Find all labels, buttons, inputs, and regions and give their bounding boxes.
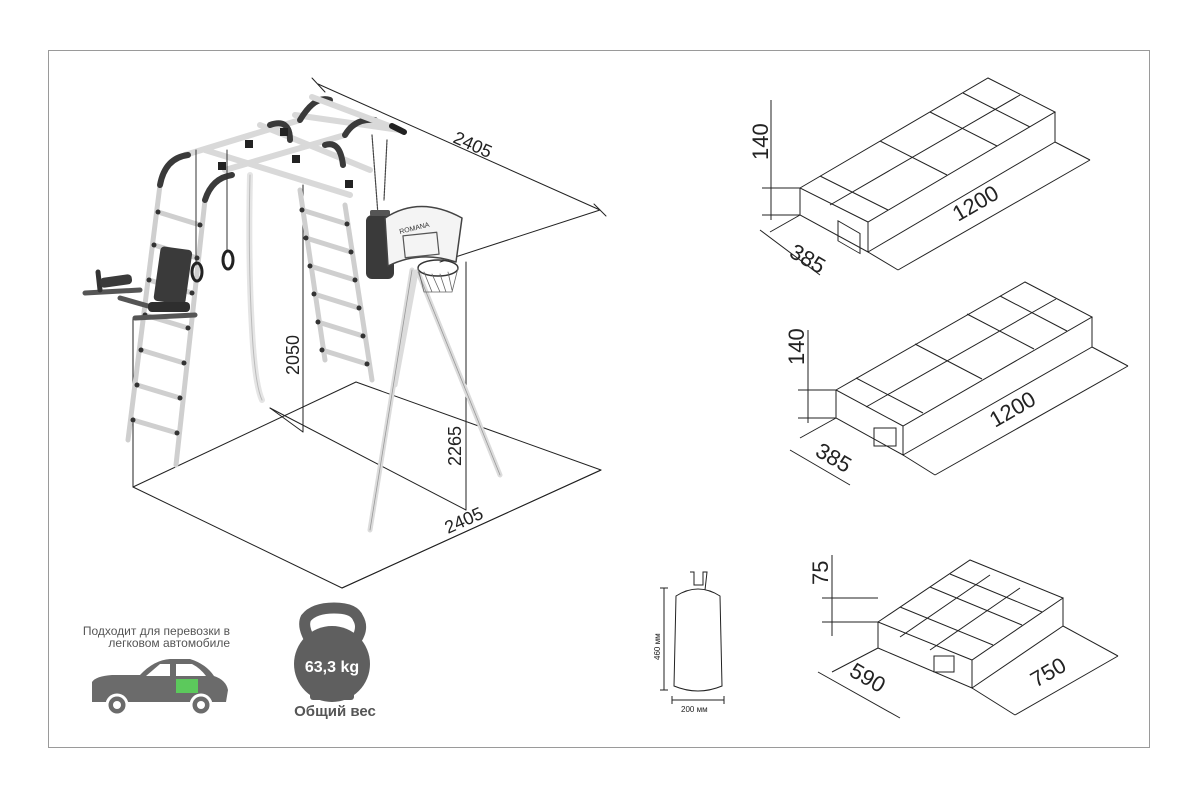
box3-length: 750 xyxy=(1026,652,1070,692)
weight-value: 63,3 kg xyxy=(305,659,359,676)
climbing-rope xyxy=(246,172,265,403)
sport-complex-drawing: 2405 2405 2050 2265 xyxy=(82,77,607,589)
basketball-hoop xyxy=(417,259,459,277)
car-icon xyxy=(92,659,228,717)
kettlebell-icon xyxy=(294,602,370,702)
dip-pad xyxy=(99,274,133,288)
box1-depth: 385 xyxy=(786,239,830,279)
dip-handle xyxy=(95,269,103,293)
punching-bag-drawing xyxy=(660,571,725,704)
right-ladder xyxy=(297,187,375,383)
dim-top-length: 2405 xyxy=(450,127,495,162)
ring-right xyxy=(221,249,235,271)
left-ladder xyxy=(125,182,208,468)
basketball-stand xyxy=(367,267,503,533)
box2-depth: 385 xyxy=(812,438,856,478)
ring-left xyxy=(190,261,204,283)
package-box-3 xyxy=(817,555,1119,719)
box2-height: 140 xyxy=(784,328,809,365)
dim-hoop-height: 2265 xyxy=(445,426,465,466)
back-pad xyxy=(153,246,193,305)
right-ladder-joints xyxy=(299,207,370,367)
seat-pad xyxy=(148,302,190,312)
dim-frame-height: 2050 xyxy=(283,335,303,375)
car-cargo-icon xyxy=(176,679,198,693)
basketball-stand-outline xyxy=(369,269,501,531)
bag-height-label: 460 мм xyxy=(653,633,662,660)
pullup-bar xyxy=(309,94,403,133)
box3-height: 75 xyxy=(808,561,833,585)
gymnastic-rings xyxy=(195,149,228,266)
backboard xyxy=(384,205,463,267)
package-box-2 xyxy=(789,281,1129,486)
box2-length: 1200 xyxy=(985,386,1040,432)
weight-caption: Общий вес xyxy=(294,703,376,720)
pullup-bar-grip xyxy=(389,123,407,135)
diagram-frame xyxy=(48,50,1150,748)
bag-width-label: 200 мм xyxy=(681,705,708,714)
backboard-target xyxy=(402,231,440,259)
transport-note: Подходит для перевозки в легковом автомо… xyxy=(82,624,230,650)
box1-height: 140 xyxy=(748,123,773,160)
box1-length: 1200 xyxy=(948,180,1003,226)
swing-chains xyxy=(371,134,388,216)
package-box-1 xyxy=(759,77,1091,276)
basketball-net xyxy=(417,267,459,293)
top-frame-dark-bends xyxy=(157,96,378,203)
frame-clamps xyxy=(218,128,353,188)
bottom-dimension-line xyxy=(341,469,602,589)
